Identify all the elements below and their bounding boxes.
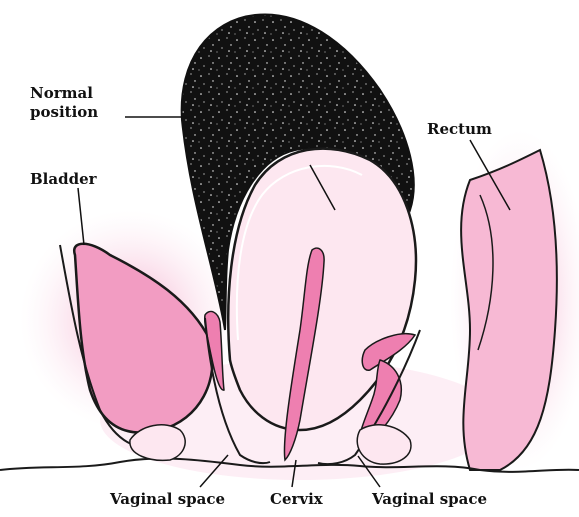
label-normal-position-1: Normal	[30, 84, 93, 102]
label-bladder: Bladder	[30, 170, 97, 188]
label-normal-position-2: position	[30, 103, 98, 121]
label-cervix: Cervix	[270, 490, 323, 508]
label-vaginal-space-left: Vaginal space	[110, 490, 225, 508]
label-rectum: Rectum	[427, 120, 492, 138]
label-vaginal-space-right: Vaginal space	[372, 490, 487, 508]
